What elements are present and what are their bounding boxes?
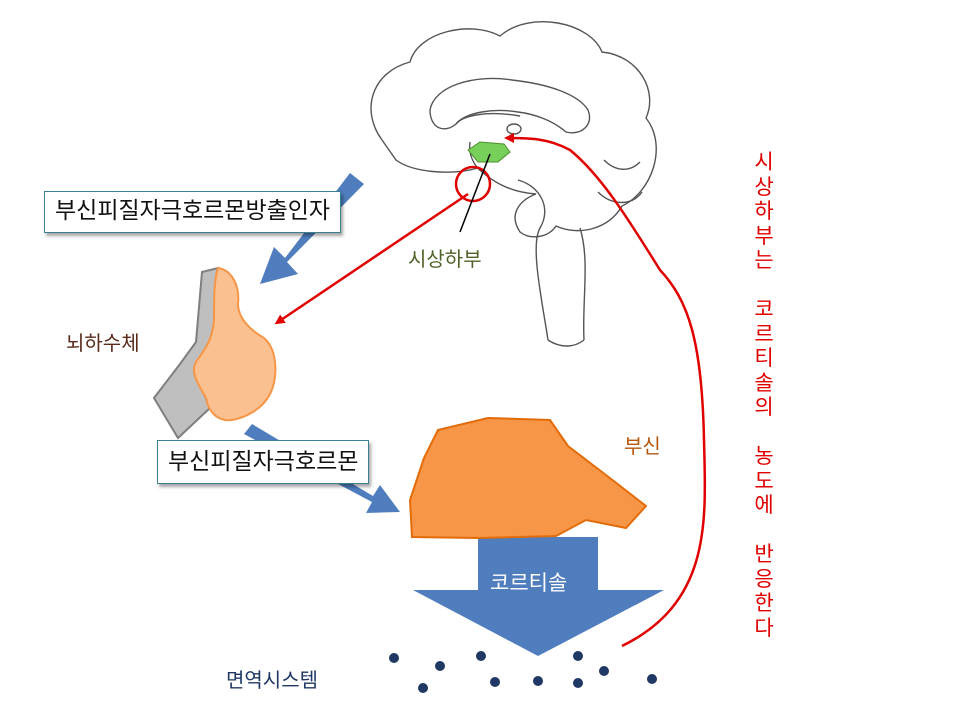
feedback-cortisol-arrow (504, 133, 707, 648)
brain-outline-icon (370, 21, 657, 347)
immune-system-label: 면역시스템 (226, 668, 318, 692)
adrenal-label: 부신 (624, 434, 661, 458)
immune-dots (389, 651, 657, 693)
feedback-note: 시 상 하 부 는 코 르 티 솔 의 농 도 에 반 응 한 다 (754, 150, 774, 640)
pituitary-front-icon (192, 266, 277, 422)
pituitary-label: 뇌하수체 (66, 331, 140, 355)
hypothalamus-highlight-circle (454, 165, 492, 203)
crh-box: 부신피질자극호르몬방출인자 (44, 191, 342, 233)
feedback-to-pituitary-arrow (274, 192, 469, 325)
hypothalamus-pointer-line (459, 153, 491, 233)
cortisol-arrow (413, 537, 664, 656)
adrenal-gland-icon (408, 416, 648, 540)
hypothalamus-label: 시상하부 (408, 247, 482, 271)
acth-box: 부신피질자극호르몬 (157, 440, 370, 484)
hypothalamus-icon (467, 141, 511, 163)
cortisol-label: 코르티솔 (490, 571, 568, 595)
